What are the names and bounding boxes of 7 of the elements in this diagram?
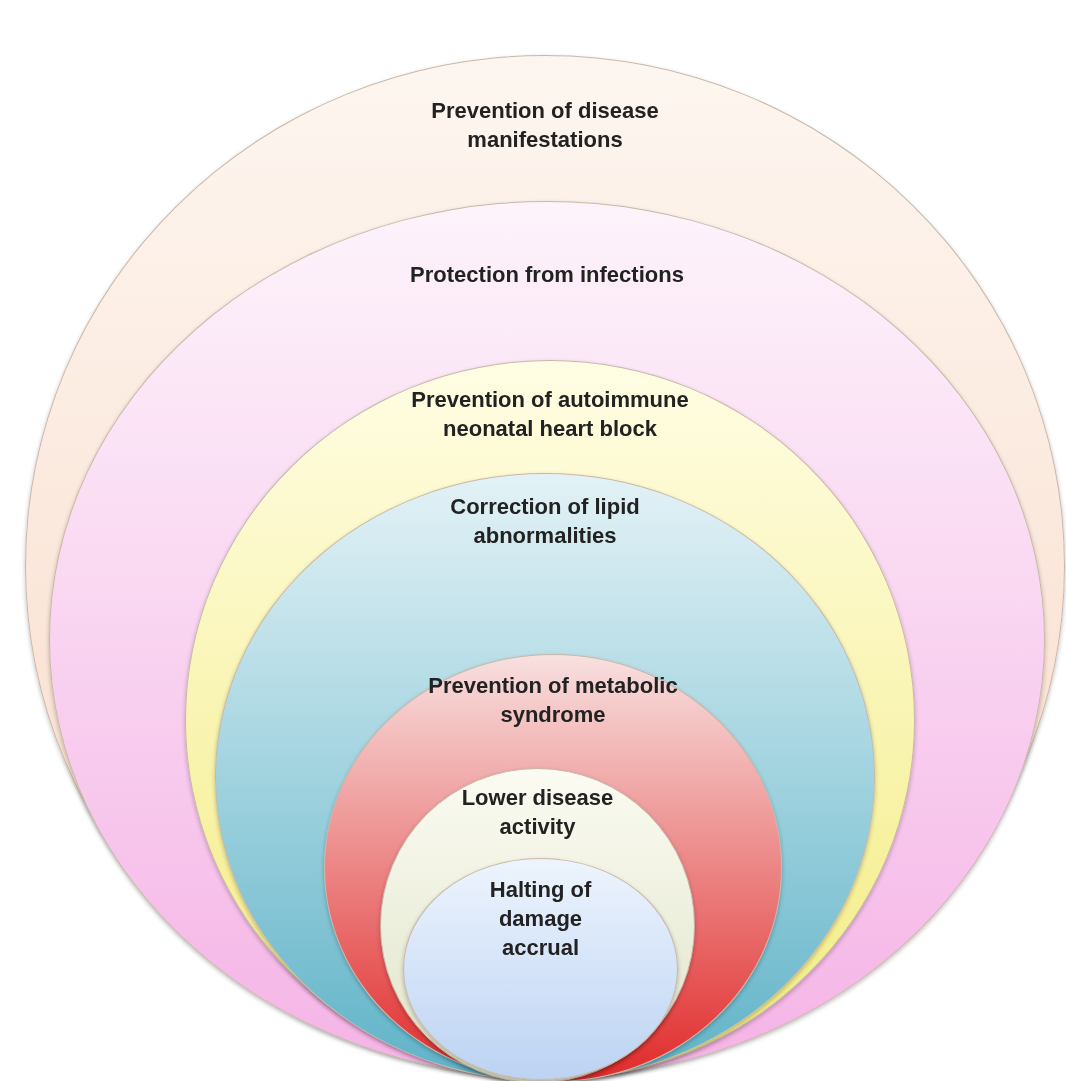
circle-label: Prevention of autoimmune neonatal heart block <box>410 386 690 443</box>
circle-label: Halting of damage accrual <box>488 876 593 962</box>
circle-label: Prevention of metabolic syndrome <box>427 672 679 729</box>
circle-label: Correction of lipid abnormalities <box>449 493 641 550</box>
circle-label: Protection from infections <box>409 261 685 289</box>
circle-label: Prevention of disease manifestations <box>430 97 660 154</box>
circle-label: Lower disease activity <box>460 784 615 841</box>
